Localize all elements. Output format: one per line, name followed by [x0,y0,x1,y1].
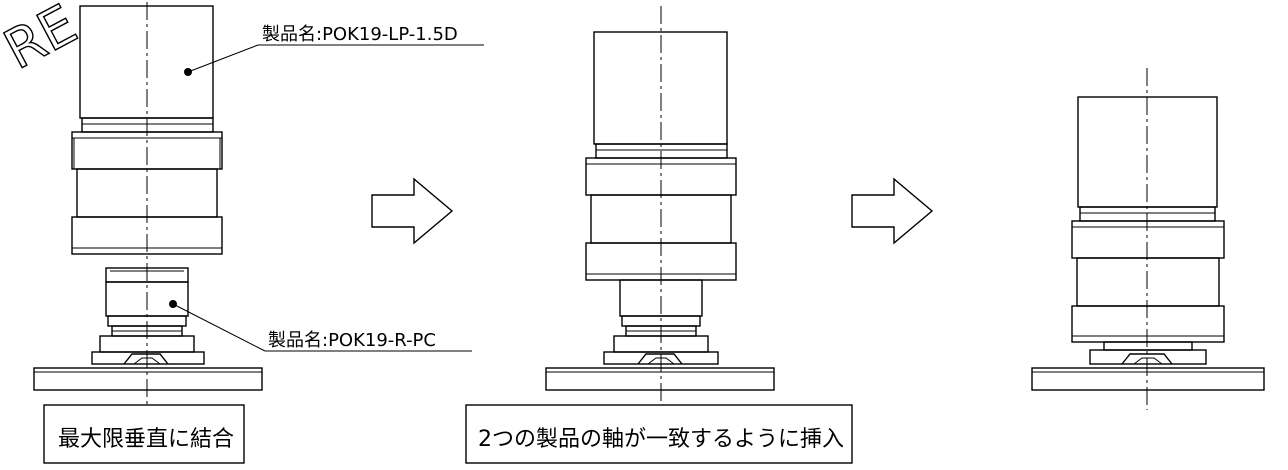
watermark-text: RE [0,0,87,82]
right-arrow-icon [851,177,934,245]
receptacle-product-name: 製品名:POK19-R-PC [268,330,436,351]
receptacle-connector-stage-2 [545,279,775,391]
receptacle-leader [169,300,472,352]
step-2-caption: 2つの製品の軸が一致するように挿入 [478,427,844,452]
stage-3-mated [1031,68,1265,410]
stage-1-separated: 製品名:POK19-LP-1.5D 製品名:POK19-R-PC 最大限垂直に結… [33,2,484,464]
plug-product-name: 製品名:POK19-LP-1.5D [262,24,458,45]
right-arrow-icon [371,177,454,245]
receptacle-connector-stage-1 [33,267,263,391]
step-2-caption-box [465,404,853,464]
stage-2-inserting: 2つの製品の軸が一致するように挿入 [465,6,853,464]
step-1-caption-box [43,404,245,464]
plug-leader [184,44,484,76]
plug-connector-stage-3 [1071,96,1225,343]
step-1-caption: 最大限垂直に結合 [58,427,234,452]
receptacle-connector-stage-3 [1031,341,1265,391]
